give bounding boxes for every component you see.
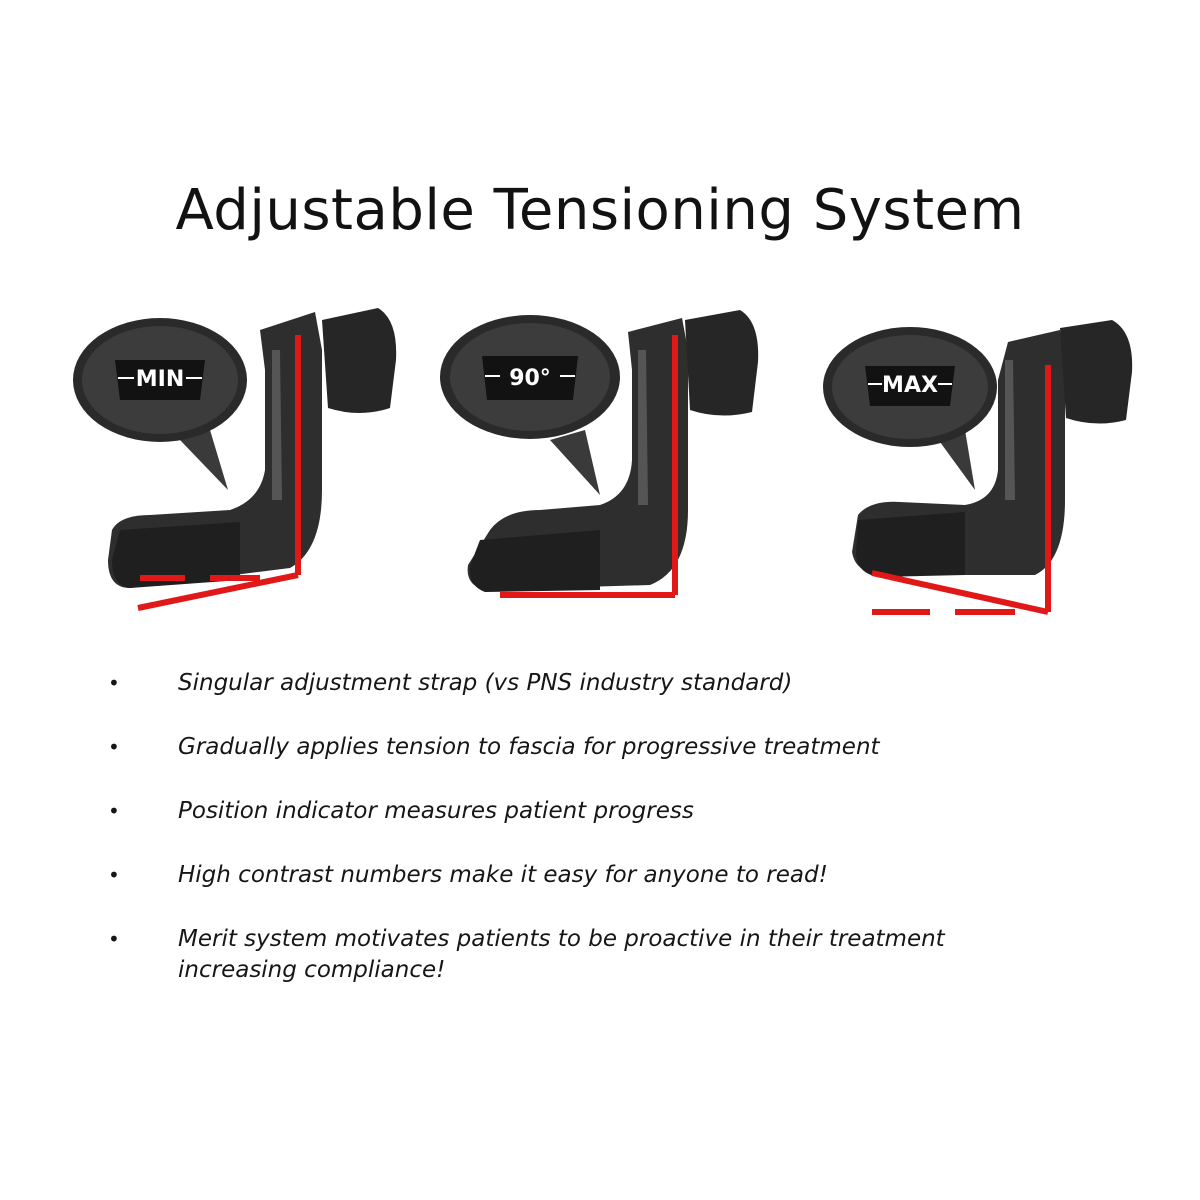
feature-text: Merit system motivates patients to be pr… <box>178 926 945 983</box>
page-title: Adjustable Tensioning System <box>175 178 1025 243</box>
feature-text: Gradually applies tension to fascia for … <box>178 734 880 760</box>
feature-text: Position indicator measures patient prog… <box>178 798 694 824</box>
brace-90-group: 90° <box>440 310 759 598</box>
brace-illustrations: MIN 90° <box>73 308 1133 615</box>
brace-boot-icon <box>852 320 1133 577</box>
brace-min-group: MIN <box>73 308 397 611</box>
list-item: • Singular adjustment strap (vs PNS indu… <box>100 668 1100 699</box>
bullet-icon: • <box>108 799 120 823</box>
brace-boot-icon <box>108 308 397 588</box>
feature-text: Singular adjustment strap (vs PNS indust… <box>178 670 793 696</box>
list-item: • Gradually applies tension to fascia fo… <box>100 732 1100 763</box>
dial-min-label: MIN <box>136 367 185 392</box>
bullet-icon: • <box>108 671 120 695</box>
dial-90-label: 90° <box>509 366 551 391</box>
dial-min: MIN <box>73 318 247 490</box>
feature-list: • Singular adjustment strap (vs PNS indu… <box>100 668 1100 1019</box>
feature-text: High contrast numbers make it easy for a… <box>178 862 828 888</box>
list-item: • Merit system motivates patients to be … <box>100 924 1100 986</box>
dial-max: MAX <box>823 327 997 490</box>
brace-max-group: MAX <box>823 320 1133 615</box>
dial-max-label: MAX <box>882 373 938 398</box>
list-item: • High contrast numbers make it easy for… <box>100 860 1100 891</box>
brace-boot-icon <box>467 310 759 592</box>
bullet-icon: • <box>108 735 120 759</box>
dial-90: 90° <box>440 315 620 495</box>
list-item: • Position indicator measures patient pr… <box>100 796 1100 827</box>
bullet-icon: • <box>108 863 120 887</box>
bullet-icon: • <box>108 927 120 951</box>
